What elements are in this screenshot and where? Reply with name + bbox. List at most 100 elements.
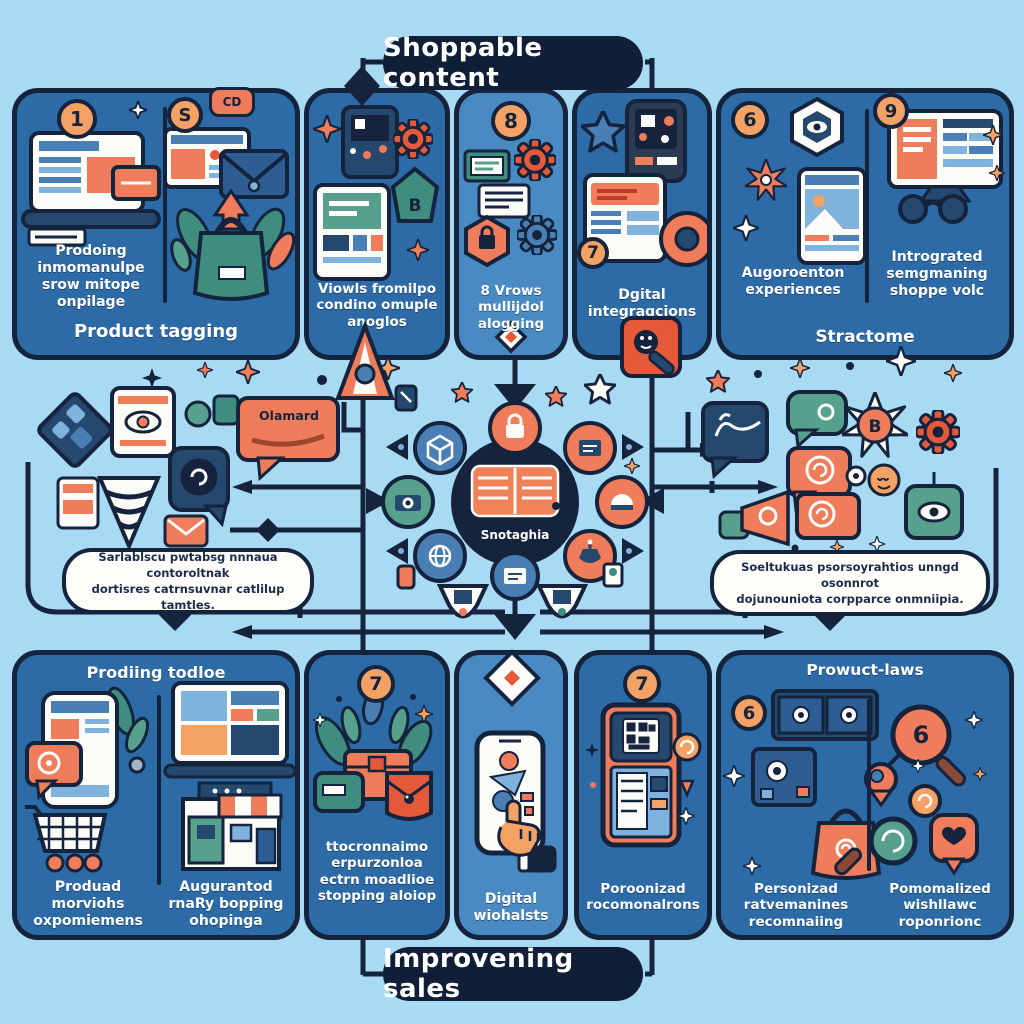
star-icon: [581, 111, 625, 153]
mini-badge-icon: [837, 494, 859, 516]
sparkle-icon: [585, 743, 599, 757]
gear-icon: [514, 139, 556, 181]
gear-icon: [916, 410, 960, 454]
camera-badge-icon: [381, 475, 435, 529]
caption: Produad morviohs oxpomiemens: [33, 879, 143, 930]
shield-icons: [436, 584, 589, 619]
panel-digital-integrations: 7 Dgital integragcions: [572, 88, 712, 360]
bell-badge-icon: [563, 529, 617, 583]
note-tile-icon: [394, 384, 418, 412]
panel-header: Prodiing todloe: [86, 663, 226, 682]
coin-icon: [184, 400, 212, 428]
left-icon-cluster: [37, 356, 400, 552]
sparkle-icon: [313, 115, 341, 143]
central-hub: [381, 374, 649, 619]
screen-badge-icon: [563, 421, 617, 475]
badge-number: 1: [57, 99, 97, 139]
top-banner: Shoppable content: [383, 33, 643, 93]
left-callout: Sarlablscu pwtabsg nnnaua contoroltnak d…: [62, 548, 314, 614]
panel-product-flows: 6 Prowuct-laws 6 Personizad ratvemanines…: [716, 650, 1014, 940]
heart-pin-icon: [929, 813, 979, 876]
spiral-dot-icon: [845, 465, 867, 487]
augmented-illustration: [733, 96, 1005, 265]
star-icon: [545, 386, 567, 407]
badge-number: 6: [731, 695, 767, 731]
right-icon-cluster: B: [701, 346, 964, 554]
spiral-badge-icon: [672, 732, 702, 762]
sparkle-icon: [733, 215, 759, 241]
sparkle-icon: [944, 364, 962, 382]
eye-card-icon: [110, 386, 176, 458]
caption: Digital wiohalsts: [473, 891, 549, 925]
lens-number: 6: [913, 721, 930, 749]
cube-badge-icon: [413, 421, 467, 475]
sparkle-icon: [973, 767, 987, 781]
tick-marks: [297, 481, 748, 618]
cart-icon: [25, 805, 108, 873]
dot-decor: [754, 370, 762, 378]
panel-product-tools: Prodiing todloe Produad morviohs oxpomie…: [12, 650, 300, 940]
sparkle-icon: [197, 362, 213, 378]
eye-square-icon: [904, 484, 964, 540]
speech-bubble: CD: [209, 87, 255, 117]
panel-digital-wishlists: Digital wiohalsts: [454, 650, 568, 940]
caption: Poroonizad rocomonalrons: [586, 881, 700, 914]
speech-bubble-label: Olamard: [259, 408, 319, 423]
drop-icon: [679, 779, 695, 799]
panel-divider: [157, 695, 161, 885]
magnifier-icon: [890, 704, 952, 766]
panel-footer: Stractome: [815, 327, 915, 347]
dot-decor: [317, 375, 327, 385]
right-links: [652, 412, 758, 490]
callout-line: Soeltukuas psorsoyrahtios unngd osonnrot: [741, 559, 959, 590]
dot-decor: [846, 362, 854, 370]
envelope-icon: [219, 149, 289, 199]
house-letter: B: [409, 196, 422, 216]
leaf-icon: [124, 716, 150, 754]
panel-views-angles: B Viowls fromilpo condino omuple anoglos: [304, 88, 450, 360]
bottom-banner: Improvening sales: [383, 944, 643, 1004]
star-icon: [706, 370, 730, 393]
tag-icon: [212, 394, 240, 426]
caption: Augurantod rnaRy bopping ohopinga: [168, 879, 284, 930]
envelope-icon: [163, 514, 209, 548]
burst-badge-icon: [842, 392, 908, 458]
product-tools-illustration: [25, 681, 295, 873]
sparkle-icon: [965, 711, 983, 729]
dot-decor: [336, 696, 342, 702]
caption: Augoroenton experiences: [741, 265, 845, 299]
search-pins-group: [834, 704, 979, 876]
smiley-icon: [867, 463, 901, 497]
caption: Dgital integragcions: [587, 287, 697, 321]
dot-decor: [590, 782, 596, 788]
lock-badge-icon: [488, 401, 542, 455]
globe-badge-icon: [413, 529, 467, 583]
gear-icon: [393, 119, 433, 159]
swan-chat-icon: [701, 401, 769, 463]
wifi-cone-icon: [96, 476, 162, 552]
gear-icon: [517, 215, 557, 255]
storefront-icon: [181, 781, 283, 871]
panel-divider: [865, 109, 869, 303]
chat-overlay-icon: [25, 741, 83, 787]
photo-diamond-icon: [37, 392, 113, 468]
chat-bubble-icon: [168, 446, 230, 512]
green-magnifier-icon: [868, 816, 918, 866]
caption: Viowls fromilpo condino omuple anoglos: [316, 281, 438, 330]
hub-badges: [381, 401, 649, 601]
camera-strip-icon: [771, 689, 879, 741]
panel-header: Prowuct-laws: [806, 661, 924, 679]
cart-badge-icon: [595, 475, 649, 529]
coupon-icon: [470, 464, 560, 518]
caption: Prodoing inmomanulpe srow mitope onpilag…: [37, 243, 145, 311]
star-icon: [451, 382, 473, 403]
sparkle-icon: [236, 360, 260, 384]
callout-line: dortisres catrnsuvnar catlilup tamtles.: [91, 582, 285, 613]
swirl-badge-icon: [908, 784, 942, 818]
panel-divider: [867, 699, 871, 871]
bottom-banner-label: Improvening sales: [383, 944, 574, 1004]
sparkle-icon: [129, 101, 147, 119]
caption: Pomomalized wishllawc roponrionc: [889, 881, 991, 930]
play-triangles: [386, 434, 644, 564]
